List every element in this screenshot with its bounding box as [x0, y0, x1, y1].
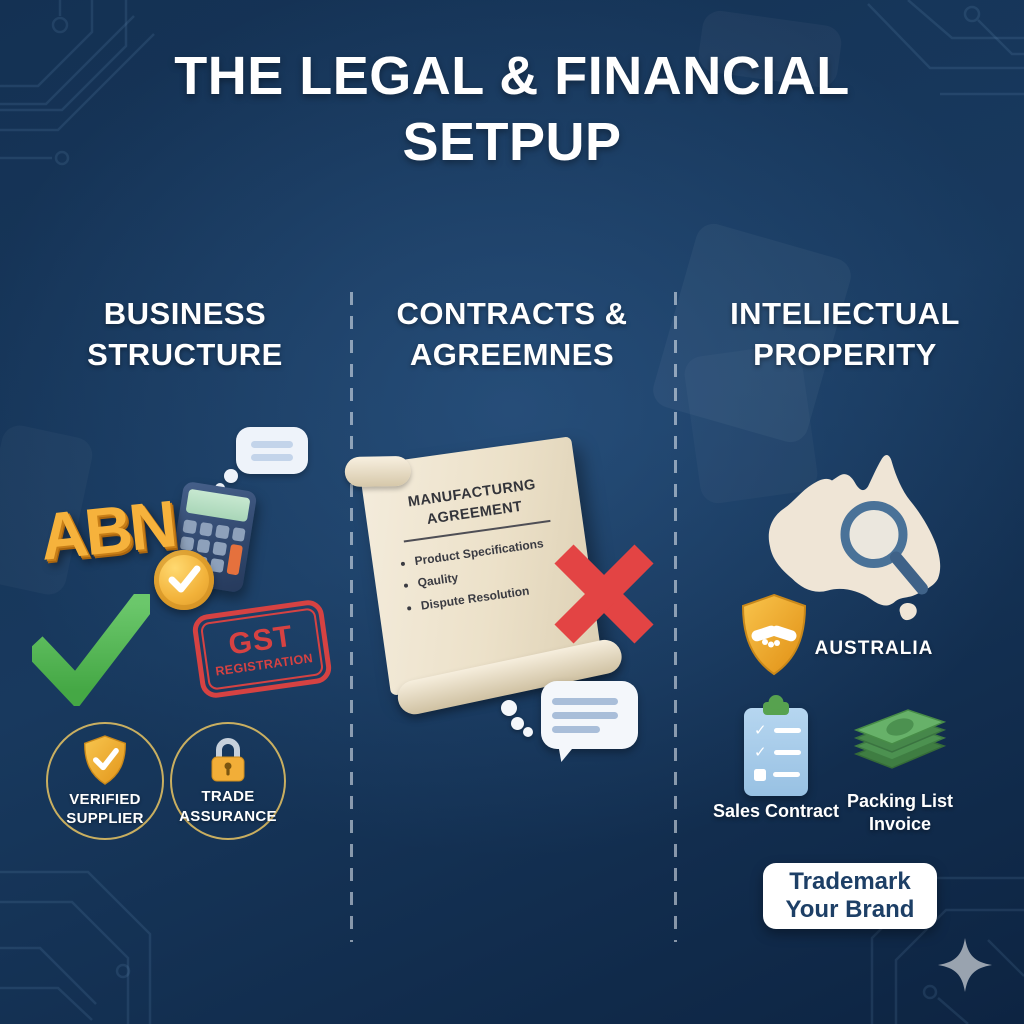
trade-label-line2: ASSURANCE — [179, 807, 277, 825]
trade-assurance-label: TRADE ASSURANCE — [179, 787, 277, 826]
trademark-line2: Your Brand — [785, 896, 915, 923]
trademark-line1: Trademark — [789, 868, 911, 896]
shield-check-icon — [83, 734, 127, 785]
green-checkmark-icon — [32, 594, 150, 706]
sales-contract-label: Sales Contract — [712, 801, 840, 821]
money-stack-icon — [853, 709, 947, 769]
australia-map-with-magnifier — [768, 455, 941, 621]
clipboard-check: ✓ — [754, 721, 767, 739]
page-title-line1: THE LEGAL & FINANCIAL — [174, 46, 850, 106]
clipboard-line — [773, 727, 801, 734]
trade-label-line1: TRADE — [201, 788, 255, 805]
packing-list-invoice-label: Packing List Invoice — [840, 790, 960, 837]
calculator-orange-key — [225, 543, 243, 576]
australia-label: AUSTRALIA — [814, 638, 934, 659]
page-title: THE LEGAL & FINANCIAL SETPUP — [0, 44, 1024, 176]
x-mark-icon — [554, 544, 654, 644]
scroll-bullet-list: Product Specifications Qaulity Dispute R… — [389, 529, 577, 620]
header-business-line2: STRUCTURE — [87, 336, 283, 372]
trademark-your-brand-box: Trademark Your Brand — [763, 863, 937, 929]
clipboard-rows: ✓ ✓ — [754, 721, 801, 781]
clipboard-clip — [763, 702, 789, 715]
speech-dot — [511, 717, 524, 730]
coin-checkmark — [168, 565, 201, 593]
trade-assurance-badge: TRADE ASSURANCE — [170, 722, 286, 840]
column-divider-right — [674, 292, 677, 942]
padlock-icon — [211, 738, 245, 782]
packing-label-line2: Invoice — [868, 814, 932, 835]
coin-check-icon — [154, 550, 214, 610]
speech-line — [552, 697, 618, 705]
clipboard-line — [773, 749, 801, 756]
column-divider-left — [350, 292, 353, 942]
speech-dot — [523, 727, 533, 737]
header-intellectual-property: INTELIECTUAL PROPERITY — [690, 294, 1000, 376]
header-contracts-line2: AGREEMNES — [409, 336, 615, 372]
verified-label-line2: SUPPLIER — [66, 810, 144, 827]
page-title-line2: SETPUP — [402, 111, 622, 172]
abn-label: ABN — [36, 486, 178, 574]
header-intellectual-line2: PROPERITY — [753, 336, 937, 372]
clipboard-check: ✓ — [754, 743, 767, 761]
verified-label-line1: VERIFIED — [69, 790, 141, 808]
magnifier-lens — [840, 501, 908, 568]
speech-line — [552, 711, 618, 719]
header-contracts-agreements: CONTRACTS & AGREEMNES — [357, 294, 667, 376]
packing-label-line1: Packing List — [846, 791, 954, 811]
speech-bubble-icon — [541, 681, 638, 749]
header-business-structure: BUSINESS STRUCTURE — [30, 294, 340, 376]
thought-bubble-icon — [236, 427, 308, 474]
thought-dot — [224, 469, 238, 483]
verified-supplier-badge: VERIFIED SUPPLIER — [46, 722, 164, 840]
header-business-line1: BUSINESS — [103, 296, 267, 331]
clipboard-square — [754, 768, 766, 781]
tasmania — [899, 603, 917, 621]
speech-dot — [501, 700, 517, 716]
calculator-screen — [185, 488, 251, 523]
speech-line — [552, 725, 600, 733]
sparkle-icon — [938, 938, 992, 992]
header-intellectual-line1: INTELIECTUAL — [730, 296, 960, 331]
magnifier-handle — [890, 551, 928, 595]
thought-bubble-line — [251, 453, 293, 461]
gst-stamp-inner: GST REGISTRATION — [199, 607, 325, 691]
handshake-shield-icon — [741, 593, 807, 676]
verified-supplier-label: VERIFIED SUPPLIER — [66, 790, 143, 829]
thought-bubble-line — [251, 440, 293, 448]
sales-contract-clipboard-icon: ✓ ✓ — [744, 702, 808, 796]
scroll-title: MANUFACTURNG AGREEMENT — [381, 472, 565, 536]
clipboard-line — [773, 771, 800, 778]
header-contracts-line1: CONTRACTS & — [396, 296, 628, 331]
